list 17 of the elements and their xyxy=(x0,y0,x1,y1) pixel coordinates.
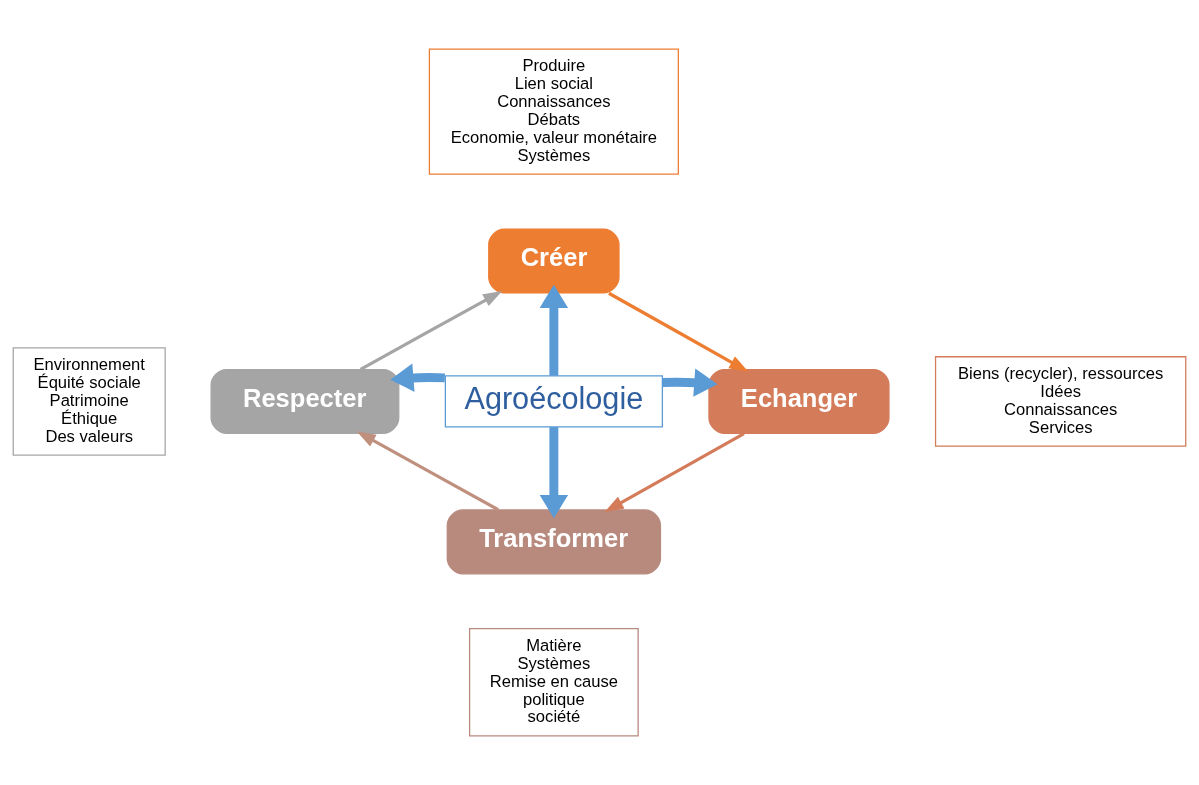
arrow xyxy=(539,427,569,519)
arrow xyxy=(604,432,745,513)
node-box: Echanger xyxy=(708,368,890,434)
node-box: Environnement Équité sociale Patrimoine Éthique Des valeurs xyxy=(12,347,166,456)
arrow xyxy=(390,363,445,392)
arrow xyxy=(608,291,749,372)
node-box: Respecter xyxy=(210,368,400,434)
node-box: Matière Systèmes Remise en cause politique société xyxy=(468,628,639,737)
node-box: Transformer xyxy=(446,509,662,575)
arrow xyxy=(356,431,499,512)
arrow xyxy=(662,368,718,397)
arrow xyxy=(359,290,503,371)
node-box: Produire Lien social Connaissances Débats Economie, valeur monétaire Systèmes xyxy=(428,48,679,175)
node-box: Agroécologie xyxy=(444,375,663,428)
node-box: Créer xyxy=(488,228,620,294)
arrow xyxy=(539,284,569,376)
node-box: Biens (recycler), ressources Idées Connaissances Services xyxy=(934,356,1187,447)
